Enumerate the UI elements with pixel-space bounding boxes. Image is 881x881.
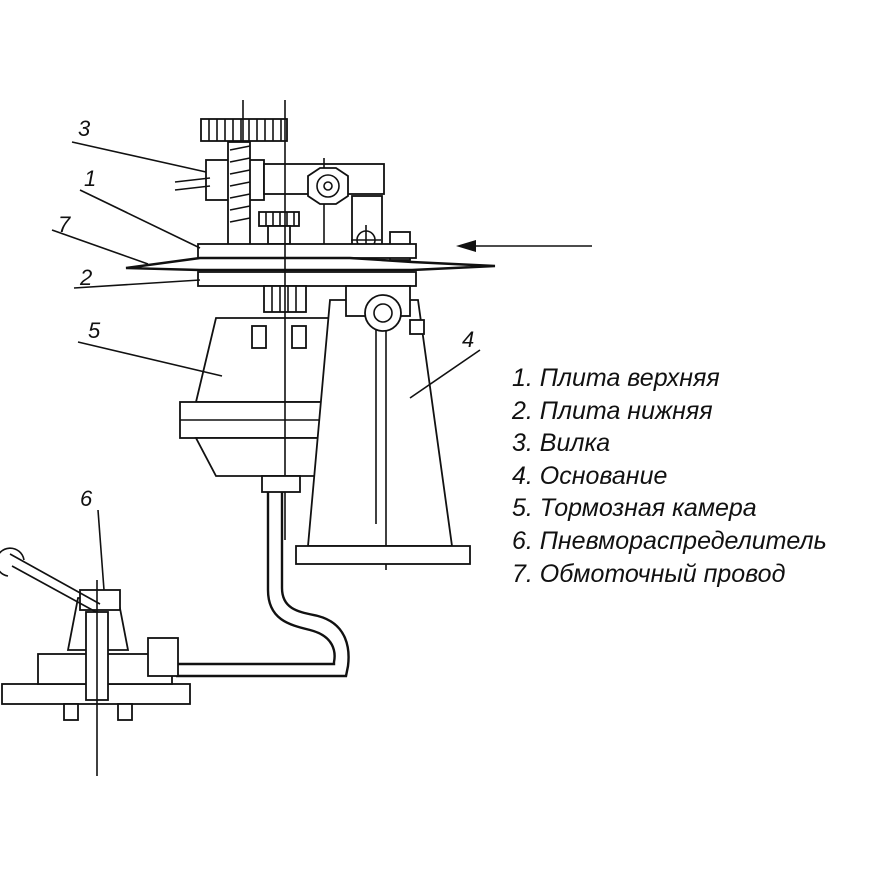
- top-screw: [258, 211, 300, 245]
- legend-item-7: 7. Обмоточный провод: [512, 559, 786, 588]
- feed-arrow: [456, 240, 592, 252]
- pneumatic-distributor: [0, 547, 191, 776]
- callout-2: 2: [79, 265, 92, 290]
- winding-wire: [125, 256, 496, 272]
- lower-plate: [197, 271, 417, 287]
- legend-item-1: 1. Плита верхняя: [512, 364, 720, 392]
- air-pipe: [176, 492, 350, 678]
- callouts: 1 2 3 4 5 6 7: [58, 116, 474, 511]
- legend-item-6: 6. Пневмораспределитель: [512, 526, 827, 555]
- leader-lines: [51, 141, 481, 591]
- callout-4: 4: [462, 327, 474, 352]
- callout-7: 7: [58, 212, 71, 237]
- legend-item-4: 4. Основание: [512, 461, 668, 490]
- upper-plate: [197, 243, 417, 259]
- legend-item-3: 3. Вилка: [512, 429, 611, 458]
- legend-item-2: 2. Плита нижняя: [512, 396, 713, 425]
- callout-3: 3: [78, 116, 91, 141]
- base: [295, 285, 471, 570]
- callout-1: 1: [84, 166, 96, 191]
- callout-5: 5: [88, 318, 101, 343]
- legend-item-5: 5. Тормозная камера: [512, 494, 757, 523]
- brake-chamber: [179, 100, 352, 540]
- callout-6: 6: [80, 486, 93, 511]
- legend: 1. Плита верхняя 2. Плита нижняя 3. Вилк…: [512, 362, 827, 590]
